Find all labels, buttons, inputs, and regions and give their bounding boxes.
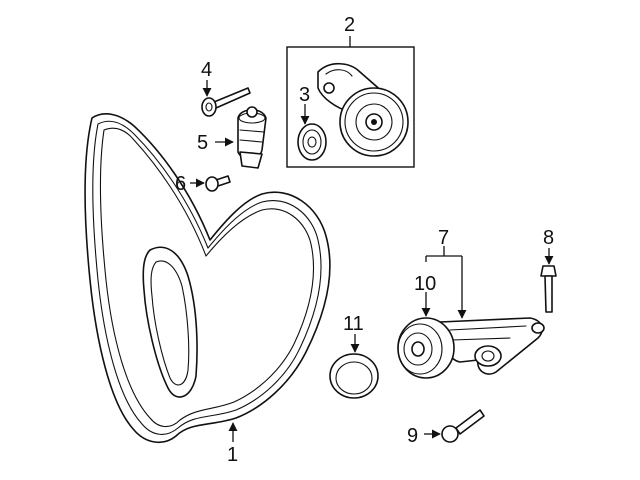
callout-1: 1 <box>227 444 238 466</box>
callout-5: 5 <box>197 132 208 154</box>
bracket-bolt-lower <box>441 409 485 443</box>
callout-4: 4 <box>201 59 212 81</box>
callout-9: 9 <box>407 425 418 447</box>
callout-11: 11 <box>343 313 364 335</box>
idler-bracket-assembly <box>397 317 545 379</box>
pulley-cover <box>329 353 379 399</box>
callout-7: 7 <box>438 227 449 249</box>
callout-8: 8 <box>543 227 554 249</box>
small-bolt <box>205 175 231 192</box>
callout-2: 2 <box>344 14 355 36</box>
callout-6: 6 <box>175 173 186 195</box>
callout-10: 10 <box>414 273 436 295</box>
tensioner-assembly <box>286 46 415 168</box>
bracket-bolt-upper <box>540 265 557 313</box>
tensioner-bolt <box>201 87 251 117</box>
serpentine-belt <box>84 113 331 443</box>
callout-3: 3 <box>299 84 310 106</box>
leader-lines <box>190 36 554 442</box>
hydraulic-tensioner <box>237 106 267 169</box>
